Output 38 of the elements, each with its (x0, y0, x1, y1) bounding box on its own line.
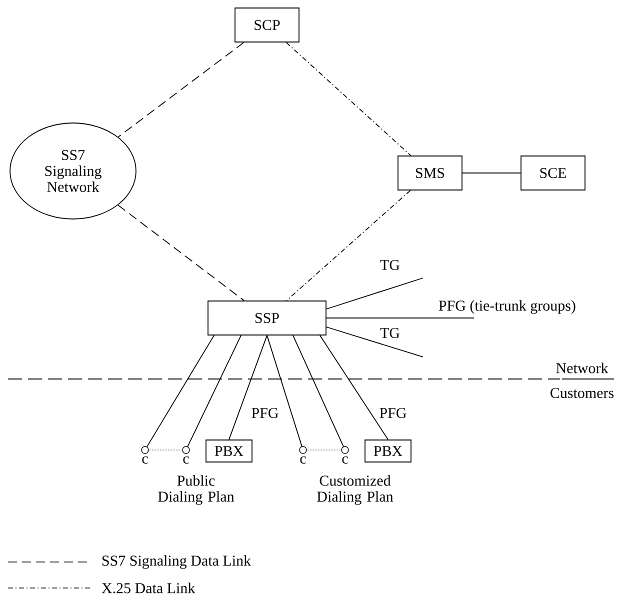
system-box: SCE (520, 156, 586, 190)
region-label: Public Dialing Plan (158, 475, 234, 505)
link-line (292, 335, 344, 447)
system-box: SMS (398, 156, 462, 190)
terminal-label: c (342, 456, 348, 464)
link-line (187, 335, 242, 447)
terminal-circle (299, 446, 307, 454)
edge-label: TG (379, 258, 401, 272)
legend-text: X.25 Data Link (102, 582, 196, 594)
terminal-circle (182, 446, 190, 454)
region-label: Customers (550, 388, 614, 398)
terminal-label: c (142, 456, 148, 464)
link-line (118, 204, 244, 301)
region-label: Customized Dialing Plan (317, 475, 394, 505)
link-line (228, 335, 268, 440)
system-box: SCP (234, 8, 300, 42)
trunk-line (326, 278, 424, 310)
region-label: Network (556, 362, 608, 374)
edge-label: TG (379, 326, 401, 340)
link-line (118, 42, 244, 138)
link-line (286, 42, 412, 156)
terminal-circle (341, 446, 349, 454)
link-line (462, 172, 521, 174)
trunk-line (326, 326, 424, 358)
edge-label: PFG (250, 406, 280, 420)
link-line (146, 335, 214, 448)
edge-label: PFG (tie-trunk groups) (437, 299, 577, 315)
link-line (320, 335, 388, 440)
terminal-label: c (300, 456, 306, 464)
terminal-circle (141, 446, 149, 454)
legend-text: SS7 Signaling Data Link (102, 555, 252, 569)
link-line (286, 190, 411, 301)
pbx-box: PBX (206, 440, 252, 462)
pbx-box: PBX (364, 440, 412, 462)
terminal-label: c (183, 456, 189, 464)
system-box: SSP (208, 300, 326, 336)
link-line (266, 335, 302, 447)
edge-label: PFG (378, 406, 408, 420)
